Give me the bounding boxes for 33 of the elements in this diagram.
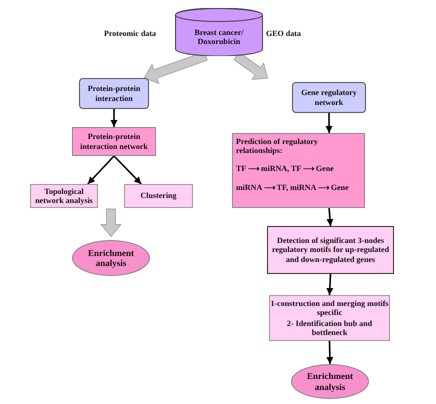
node-text: Clustering [140, 191, 176, 201]
process-box [267, 226, 394, 274]
data-source-label: Proteomic data [104, 29, 156, 38]
arrow [326, 340, 334, 364]
process-box [72, 127, 156, 156]
data-source-label: GEO data [266, 29, 301, 38]
node-text: Enrichment analysis [87, 248, 135, 268]
node-text: miRNA ⟶ TF, miRNA ⟶ Gene [236, 182, 349, 192]
block-arrow [100, 208, 122, 237]
arrow [326, 274, 334, 296]
arrow [87, 155, 115, 185]
arrow [110, 109, 118, 127]
node-text: 1-construction and merging motifs specific [270, 298, 389, 317]
process-box [30, 184, 98, 208]
arrow [326, 208, 334, 226]
process-box [124, 184, 193, 208]
node-text: TF ⟶ miRNA, TF ⟶ Gene [236, 164, 334, 174]
process-box [79, 78, 149, 109]
node-text: Protein-protein interaction [86, 84, 142, 103]
node-text: Breast cancer/ Doxorubicin [194, 28, 244, 46]
node-text: Topological network analysis [34, 186, 94, 206]
arrow [113, 155, 142, 185]
process-box [269, 295, 390, 341]
arrow [326, 113, 333, 133]
node-text: Gene regulatory network [300, 88, 358, 107]
node-text: 2- Identification hub and bottleneck [286, 319, 374, 338]
node-text: Enrichment analysis [306, 371, 354, 392]
process-box [232, 133, 365, 208]
node-text: Detection of significant 3-nodes regulatory motifs for up-regulated and down-regulated genes [270, 236, 390, 264]
box-heading: Prediction of regulatory relationships: [236, 137, 319, 156]
node-text: Protein-protein interaction network [79, 132, 149, 151]
process-box [292, 82, 366, 113]
database-cylinder [175, 8, 263, 56]
